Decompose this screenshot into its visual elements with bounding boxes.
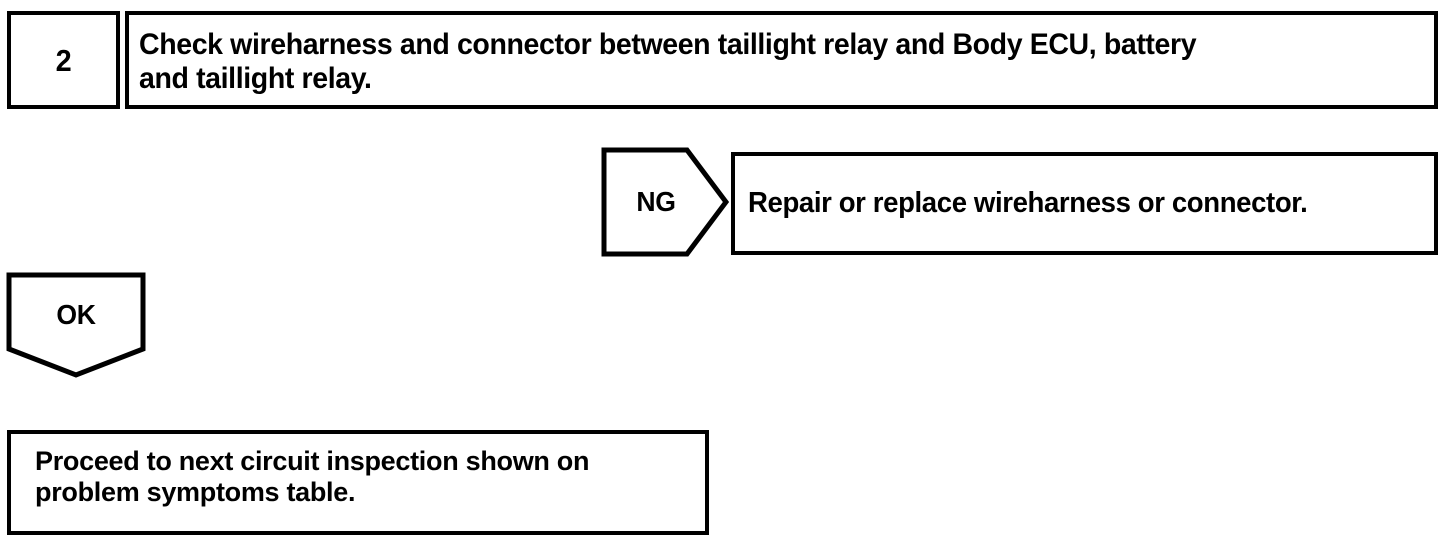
ok-branch-arrow: OK <box>6 272 146 378</box>
ok-arrow-icon <box>6 272 146 378</box>
ok-branch-label: OK <box>56 299 96 330</box>
step-row: 2 Check wireharness and connector betwee… <box>7 11 1438 109</box>
step-instruction-text: Check wireharness and connector between … <box>139 28 1197 95</box>
ng-result-box: Repair or replace wireharness or connect… <box>731 152 1438 255</box>
ng-branch-arrow: NG <box>601 147 729 257</box>
ng-branch-label: NG <box>636 186 676 217</box>
step-number: 2 <box>55 42 72 78</box>
step-instruction-cell: Check wireharness and connector between … <box>125 11 1438 109</box>
step-number-cell: 2 <box>7 11 120 109</box>
ok-result-box: Proceed to next circuit inspection shown… <box>7 430 709 535</box>
ng-arrow-icon <box>601 147 729 257</box>
ng-result-text: Repair or replace wireharness or connect… <box>748 186 1308 219</box>
ok-result-text: Proceed to next circuit inspection shown… <box>35 446 590 507</box>
